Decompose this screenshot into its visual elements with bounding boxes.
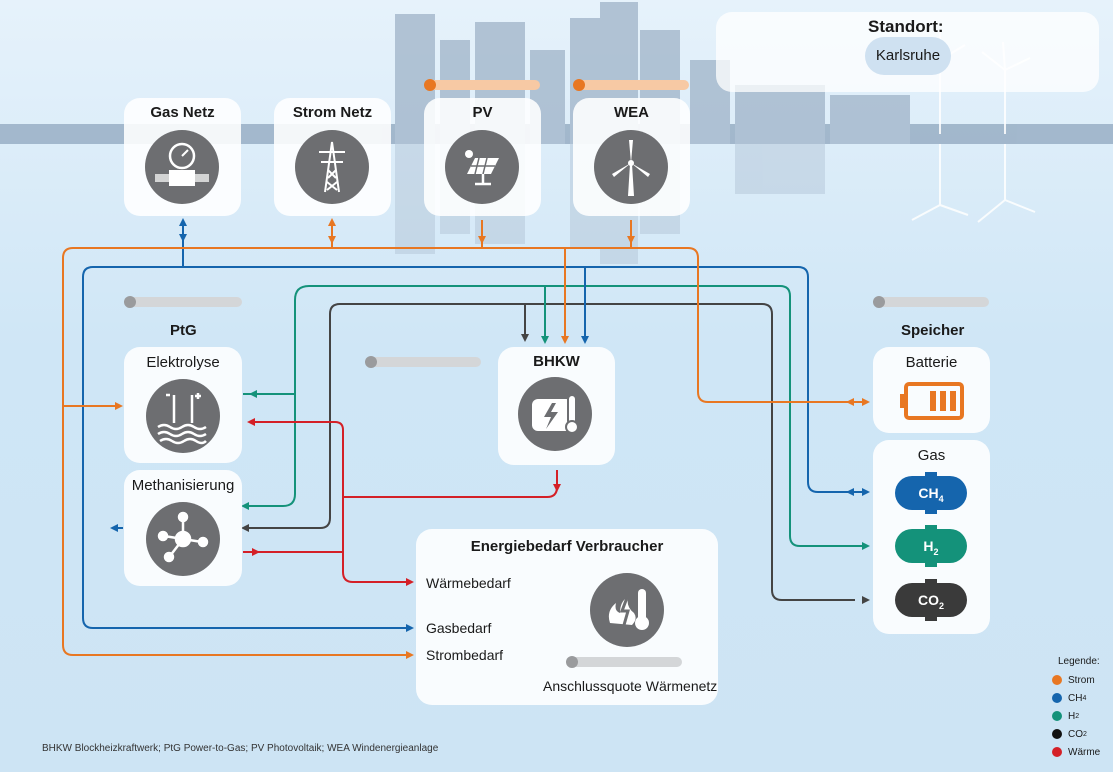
- anschlussquote-label: Anschlussquote Wärmenetz: [543, 678, 718, 694]
- ch4-tank-sub: 4: [938, 493, 944, 504]
- demand-icon: [590, 573, 664, 647]
- legend-label: Wärme: [1068, 746, 1101, 758]
- footnote: BHKW Blockheizkraftwerk; PtG Power-to-Ga…: [42, 743, 439, 754]
- gas-meter-icon: [145, 130, 219, 204]
- node-elektrolyse[interactable]: Elektrolyse: [124, 347, 242, 463]
- wea-slider-knob[interactable]: [573, 79, 585, 91]
- node-gas-netz[interactable]: Gas Netz: [124, 98, 241, 216]
- legend-item-waerme: Wärme: [1052, 743, 1100, 761]
- battery-icon: [900, 382, 964, 420]
- methanisierung-label: Methanisierung: [131, 477, 235, 494]
- elektrolyse-label: Elektrolyse: [146, 354, 220, 371]
- bhkw-slider[interactable]: [365, 356, 481, 368]
- bhkw-title: BHKW: [533, 353, 580, 370]
- legend-title: Legende:: [1058, 656, 1100, 667]
- h2-tank-sub: 2: [933, 546, 939, 557]
- legend-label: CH: [1068, 692, 1083, 704]
- solar-panel-icon: [445, 130, 519, 204]
- co2-tank[interactable]: CO2: [895, 579, 967, 621]
- node-gas-netz-title: Gas Netz: [150, 104, 215, 121]
- verbraucher-title: Energiebedarf Verbraucher: [470, 538, 664, 555]
- node-wea[interactable]: WEA: [573, 98, 690, 216]
- legend-label: Strom: [1068, 674, 1095, 686]
- co2-tank-label: CO: [917, 592, 939, 608]
- location-panel: Standort: Karlsruhe: [716, 12, 1099, 92]
- node-methanisierung[interactable]: Methanisierung: [124, 470, 242, 586]
- pv-slider-knob[interactable]: [424, 79, 436, 91]
- anschlussquote-slider[interactable]: [566, 656, 682, 668]
- strombedarf-label: Strombedarf: [426, 647, 504, 663]
- ptg-title: PtG: [170, 322, 197, 339]
- node-strom-netz-title: Strom Netz: [292, 104, 373, 121]
- pv-slider[interactable]: [424, 79, 540, 91]
- speicher-slider-knob[interactable]: [873, 296, 885, 308]
- co2-tank-sub: 2: [938, 600, 944, 611]
- bhkw-slider-knob[interactable]: [365, 356, 377, 368]
- power-pylon-icon: [295, 130, 369, 204]
- h2-tank-label: H: [923, 538, 934, 554]
- node-strom-netz[interactable]: Strom Netz: [274, 98, 391, 216]
- chp-engine-icon: [518, 377, 592, 451]
- node-verbraucher[interactable]: Energiebedarf Verbraucher Wärmebedarf Ga…: [416, 529, 718, 705]
- node-gas-speicher[interactable]: Gas CH4 H2 CO2: [873, 440, 990, 634]
- gas-speicher-label: Gas: [917, 447, 946, 464]
- speicher-title: Speicher: [901, 322, 965, 339]
- legend-item-strom: Strom: [1052, 671, 1100, 689]
- node-bhkw[interactable]: BHKW: [498, 347, 615, 465]
- wind-turbine-icon: [594, 130, 668, 204]
- ch4-tank-label: CH: [918, 485, 939, 501]
- legend-sub: 2: [1083, 730, 1087, 738]
- legend-sub: 4: [1082, 694, 1087, 702]
- gasbedarf-label: Gasbedarf: [426, 620, 492, 636]
- node-batterie[interactable]: Batterie: [873, 347, 990, 433]
- ptg-slider-knob[interactable]: [124, 296, 136, 308]
- node-wea-title: WEA: [614, 104, 649, 121]
- batterie-label: Batterie: [905, 354, 958, 371]
- h2-tank[interactable]: H2: [895, 525, 967, 567]
- speicher-slider[interactable]: [873, 296, 989, 308]
- anschlussquote-slider-knob[interactable]: [566, 656, 578, 668]
- ch4-tank[interactable]: CH4: [895, 472, 967, 514]
- legend-sub: 2: [1075, 712, 1080, 720]
- ptg-slider[interactable]: [124, 296, 242, 308]
- legend-label: CO: [1068, 728, 1083, 740]
- electrolysis-icon: [146, 379, 220, 453]
- location-button[interactable]: Karlsruhe: [865, 37, 951, 75]
- wea-slider[interactable]: [573, 79, 689, 91]
- waermebedarf-label: Wärmebedarf: [426, 575, 511, 591]
- location-label: Standort:: [868, 17, 944, 36]
- node-pv[interactable]: PV: [424, 98, 541, 216]
- node-pv-title: PV: [472, 104, 493, 121]
- molecule-icon: [146, 502, 220, 576]
- legend-label: H: [1068, 710, 1076, 722]
